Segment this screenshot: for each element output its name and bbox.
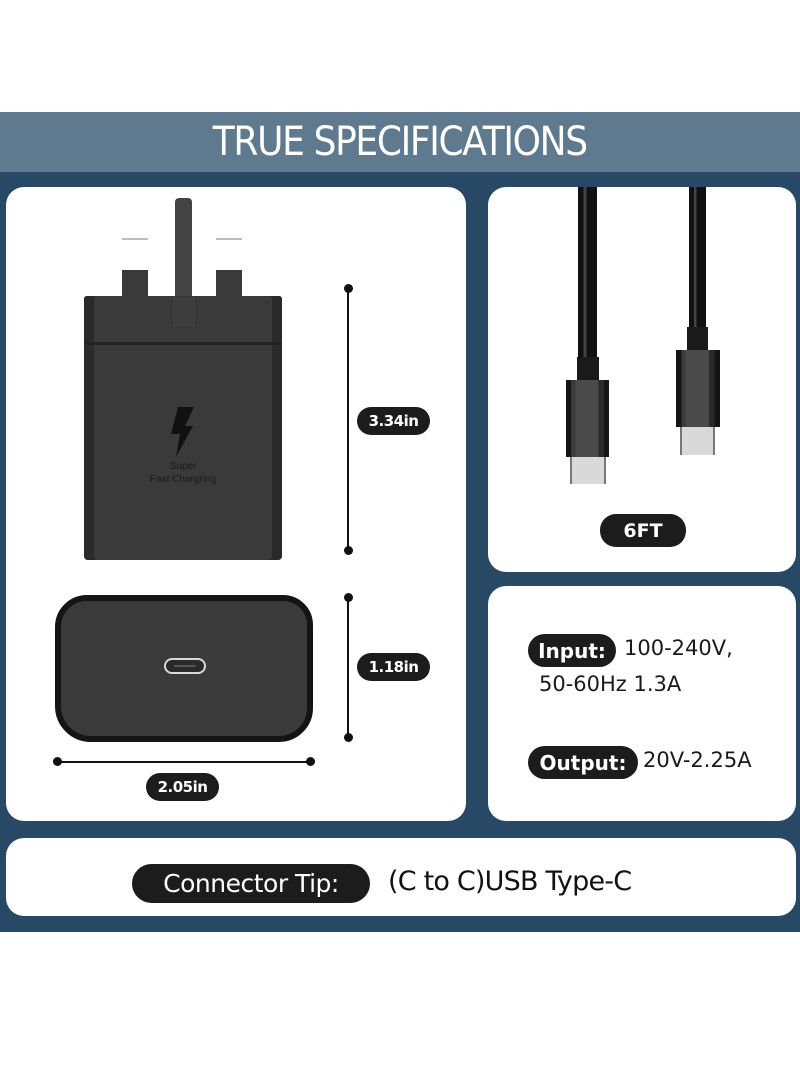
depth-dimension-line (347, 597, 349, 737)
input-value-line1: 100-240V, (624, 636, 733, 660)
page-title: TRUE SPECIFICATIONS (213, 119, 588, 165)
input-label: Input: (528, 634, 616, 667)
neutral-pin-right (216, 238, 242, 271)
cable-wire-left (578, 187, 597, 358)
cable-card (488, 187, 796, 572)
live-pin-left (122, 238, 148, 271)
height-dimension-label: 3.34in (357, 407, 430, 435)
width-dimension-label: 2.05in (146, 773, 219, 801)
usb-c-tip-left (570, 457, 606, 484)
depth-dimension-label: 1.18in (357, 653, 430, 681)
connector-tip-label: Connector Tip: (132, 864, 370, 903)
usb-c-connector-left (566, 380, 609, 457)
earth-pin (175, 198, 192, 298)
lightning-bolt-icon (171, 407, 194, 457)
charger-printed-text-line1: Super (169, 461, 197, 472)
usb-c-connector-right (676, 350, 720, 427)
cable-length-label: 6FT (600, 514, 686, 547)
height-dimension-line (347, 288, 349, 550)
usb-c-tip-right (680, 427, 715, 455)
cable-wire-right (689, 187, 706, 328)
width-dimension-line (57, 761, 310, 763)
output-label: Output: (528, 746, 638, 779)
power-spec-card (488, 586, 796, 821)
usb-c-port-icon (164, 658, 206, 674)
output-value: 20V-2.25A (643, 748, 752, 772)
connector-tip-value: (C to C)USB Type-C (388, 866, 632, 897)
input-value-line2: 50-60Hz 1.3A (539, 672, 682, 696)
charger-printed-text-line2: Fast Chargring (149, 474, 217, 485)
charger-seam (84, 342, 282, 345)
header-band: TRUE SPECIFICATIONS (0, 112, 800, 172)
